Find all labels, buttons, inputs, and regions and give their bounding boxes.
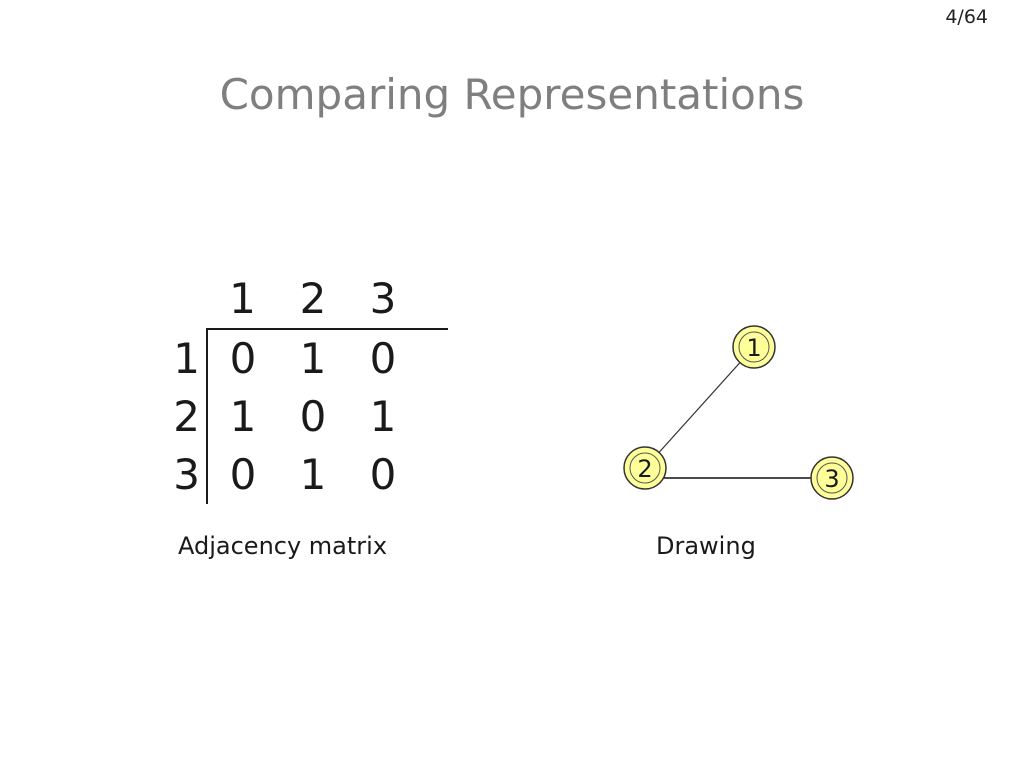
matrix-row-3: 3 0 1 0 (150, 446, 448, 504)
matrix-row-2: 2 1 0 1 (150, 388, 448, 446)
matrix-cell: 1 (206, 388, 278, 446)
matrix-corner (150, 270, 207, 329)
page-number: 4/64 (945, 6, 988, 28)
matrix-cell: 1 (299, 450, 327, 499)
graph-node-3-inner-ring (816, 462, 848, 494)
matrix-col-header-1: 1 (207, 270, 278, 330)
matrix-row-pad (418, 329, 448, 388)
matrix-cell: 1 (369, 392, 397, 441)
matrix-col-header-2: 2 (278, 270, 348, 330)
matrix-cell: 0 (369, 450, 397, 499)
graph-drawing: 1 2 3 (623, 325, 854, 500)
matrix-cell: 0 (369, 334, 397, 383)
matrix-row-1: 1 0 1 0 (150, 329, 448, 388)
matrix-row-header-1: 1 (173, 333, 200, 383)
matrix-row-pad (418, 446, 448, 504)
graph-node-1-inner-ring (738, 331, 770, 363)
matrix-cell: 1 (299, 334, 327, 383)
graph-drawing-figure: 1 2 3 Drawing (600, 300, 880, 580)
matrix-row-header-2: 2 (173, 392, 200, 441)
matrix-cell: 0 (299, 392, 327, 441)
slide-title: Comparing Representations (219, 70, 805, 119)
graph-node-label-1: 1 (746, 334, 761, 362)
adjacency-matrix: 1 2 3 1 0 1 0 2 1 0 1 3 0 1 (150, 270, 448, 504)
adjacency-matrix-figure: 1 2 3 1 0 1 0 2 1 0 1 3 0 1 (150, 270, 470, 580)
graph-node-2-inner-ring (629, 452, 661, 484)
matrix-caption: Adjacency matrix (178, 532, 388, 560)
matrix-col-header-3: 3 (348, 270, 418, 330)
matrix-header-row: 1 2 3 (150, 270, 448, 330)
graph-node-label-3: 3 (824, 465, 839, 493)
matrix-header-pad (418, 270, 448, 330)
matrix-cell: 0 (206, 329, 278, 388)
matrix-cell: 0 (206, 446, 278, 504)
matrix-row-header-3: 3 (173, 450, 200, 499)
graph-node-label-2: 2 (637, 455, 652, 483)
matrix-row-pad (418, 388, 448, 446)
graph-edge-1-2 (644, 346, 755, 469)
drawing-caption: Drawing (656, 532, 756, 560)
